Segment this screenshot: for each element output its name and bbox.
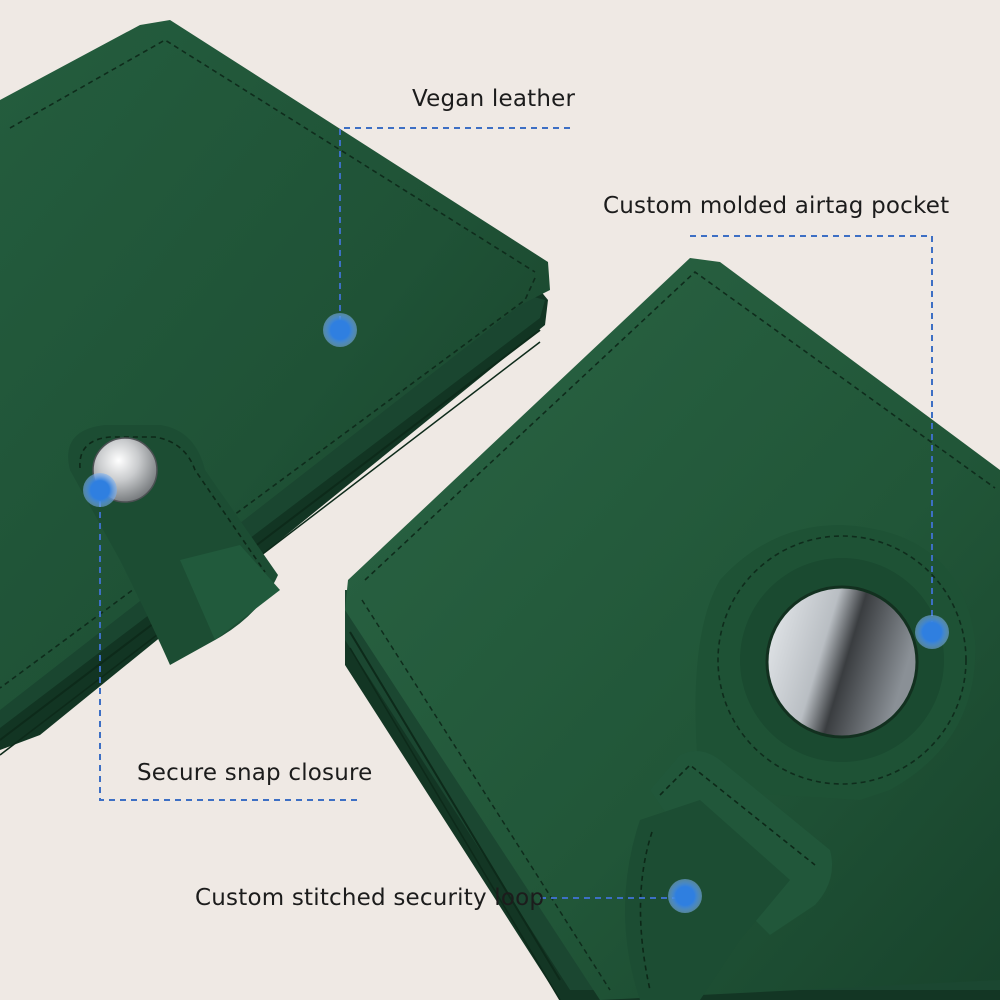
airtag-pocket-leader xyxy=(690,235,933,630)
vegan-leather-label: Vegan leather xyxy=(412,86,576,112)
snap-closure-marker-icon xyxy=(83,473,117,507)
airtag-pocket xyxy=(695,525,976,800)
vegan-leather-leader xyxy=(339,127,570,330)
left-wallet xyxy=(0,20,550,756)
security-loop xyxy=(625,751,833,1000)
callout-markers xyxy=(83,313,949,913)
airtag-pocket-label: Custom molded airtag pocket xyxy=(603,193,950,219)
airtag-disc-icon xyxy=(767,587,917,737)
vegan-leather-marker-icon xyxy=(323,313,357,347)
security-loop-label: Custom stitched security loop xyxy=(195,885,545,911)
callout-lines xyxy=(99,127,933,899)
right-wallet xyxy=(345,258,1000,1000)
airtag-pocket-marker-icon xyxy=(915,615,949,649)
snap-closure-leader xyxy=(99,490,360,801)
security-loop-marker-icon xyxy=(668,879,702,913)
snap-strap xyxy=(68,425,280,665)
snap-closure-label: Secure snap closure xyxy=(137,760,373,786)
